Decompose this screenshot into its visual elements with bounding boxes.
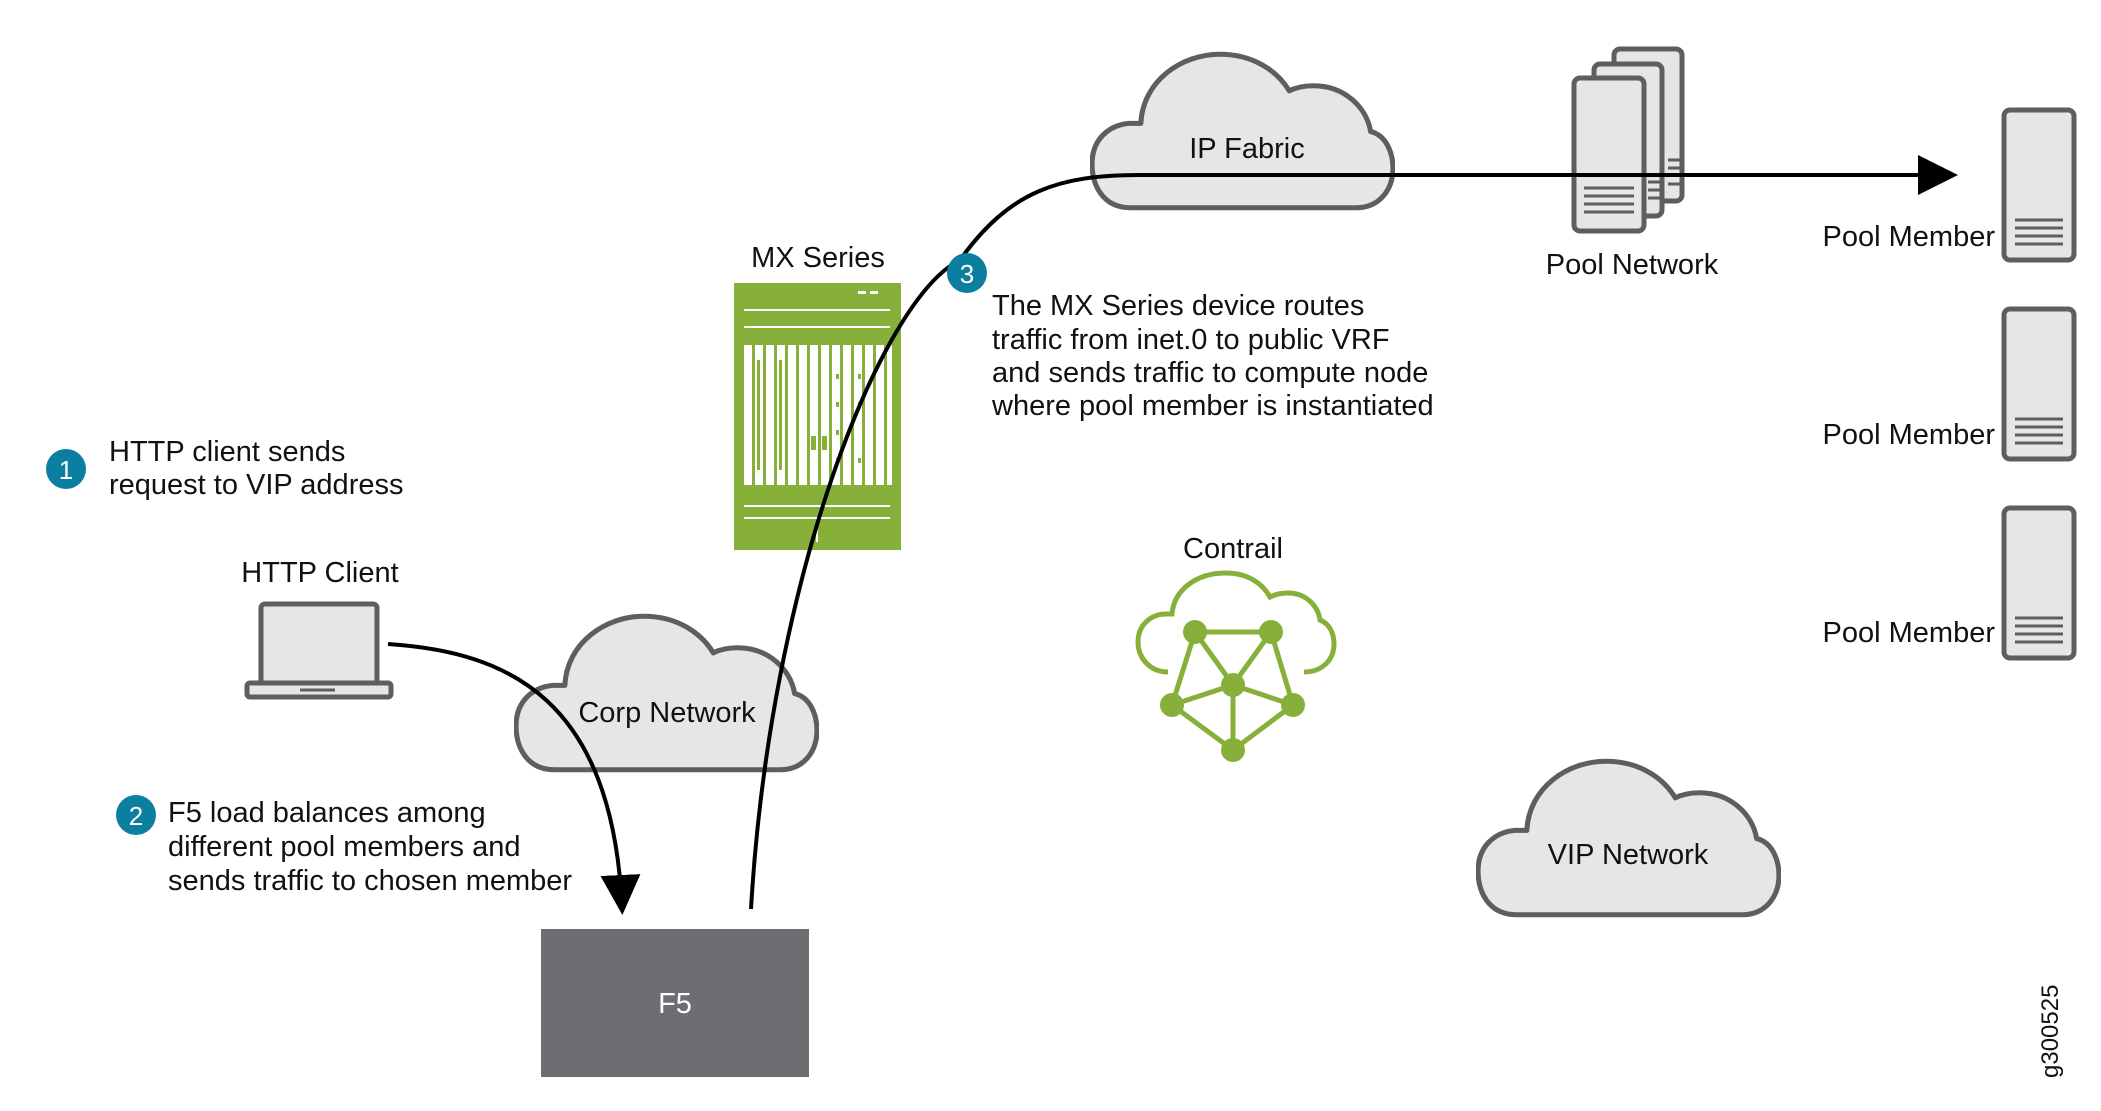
- f5-load-balancer: F5: [541, 929, 809, 1077]
- server-stack-icon: [1571, 46, 1685, 234]
- step-number: 2: [129, 801, 143, 831]
- laptop-icon: [244, 601, 394, 700]
- step-number: 3: [960, 259, 974, 289]
- step-text-line: sends traffic to chosen member: [168, 865, 572, 897]
- pool-member-label: Pool Member: [1823, 221, 1996, 253]
- corp-network-cloud: Corp Network: [516, 616, 817, 770]
- vip-network-label: VIP Network: [1548, 839, 1709, 871]
- pool-member-label: Pool Member: [1823, 617, 1996, 649]
- ip-fabric-cloud: IP Fabric: [1092, 54, 1393, 208]
- step-text-line: HTTP client sends: [109, 436, 345, 468]
- step-text-line: where pool member is instantiated: [991, 390, 1434, 422]
- step-badge: [116, 795, 156, 835]
- server-icon: [2004, 110, 2074, 260]
- mx-series: MX Series: [734, 242, 901, 550]
- http-client-label: HTTP Client: [241, 557, 398, 589]
- cloud-icon: [1092, 54, 1393, 208]
- step-badge: [947, 253, 987, 293]
- server-icon: [2004, 508, 2074, 658]
- step-text-line: and sends traffic to compute node: [992, 357, 1428, 389]
- step-text-line: traffic from inet.0 to public VRF: [992, 324, 1390, 356]
- connector-client-to-f5: [387, 642, 641, 915]
- ip-fabric-label: IP Fabric: [1189, 133, 1305, 165]
- step-1: 1 HTTP client sends request to VIP addre…: [46, 436, 403, 501]
- vip-network-cloud: VIP Network: [1478, 761, 1779, 915]
- router-chassis-icon: [734, 283, 901, 550]
- cloud-icon: [1478, 761, 1779, 915]
- f5-label: F5: [658, 988, 692, 1020]
- pool-network-label: Pool Network: [1546, 249, 1719, 281]
- connector-f5-to-pool-member: [749, 155, 1958, 910]
- step-text-line: request to VIP address: [109, 469, 403, 501]
- pool-member-1: Pool Member: [1823, 110, 2074, 260]
- load-balancer-box: [541, 929, 809, 1077]
- mx-series-label: MX Series: [751, 242, 885, 274]
- corp-network-label: Corp Network: [578, 697, 756, 729]
- pool-member-label: Pool Member: [1823, 419, 1996, 451]
- step-text-line: The MX Series device routes: [992, 290, 1364, 322]
- pool-network: Pool Network: [1546, 46, 1719, 281]
- figure-id: g300525: [2037, 985, 2064, 1078]
- pool-member-3: Pool Member: [1823, 508, 2074, 658]
- http-client: HTTP Client: [241, 557, 399, 700]
- server-icon: [2004, 309, 2074, 459]
- pool-member-2: Pool Member: [1823, 309, 2074, 459]
- contrail-label: Contrail: [1183, 533, 1283, 565]
- step-text-line: different pool members and: [168, 831, 521, 863]
- contrail: Contrail: [1135, 533, 1337, 762]
- step-number: 1: [59, 455, 73, 485]
- step-2: 2 F5 load balances among different pool …: [116, 795, 572, 897]
- step-badge: [46, 449, 86, 489]
- contrail-network-cloud-icon: [1135, 570, 1337, 762]
- step-3: 3 The MX Series device routes traffic fr…: [947, 253, 1434, 422]
- step-text-line: F5 load balances among: [168, 797, 486, 829]
- cloud-icon: [516, 616, 817, 770]
